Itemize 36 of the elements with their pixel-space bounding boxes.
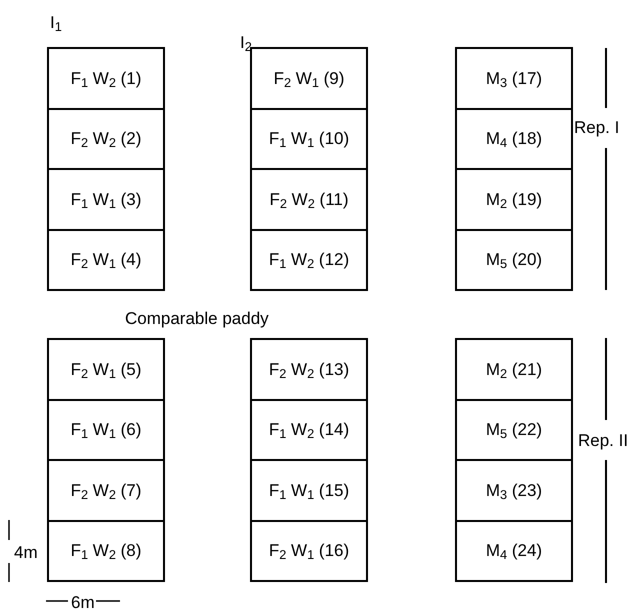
plot-text: M$_{4}$ (24) (486, 540, 542, 564)
plot-text: F$_{2}$ W$_{1}$ (9) (274, 68, 344, 91)
block-label: Rep. I (574, 117, 620, 139)
plot-text: M$_{2}$ (19) (486, 188, 542, 212)
dimension-label: 4m (14, 542, 38, 564)
plot-column (47, 47, 165, 291)
plot-text: F$_{2}$ W$_{1}$ (16) (268, 540, 350, 564)
column-heading: I$_{1}$ (50, 12, 62, 36)
plot-text: F$_{1}$ W$_{2}$ (12) (268, 249, 350, 272)
plot-text: F$_{2}$ W$_{2}$ (13) (268, 358, 350, 382)
plot-column (455, 47, 573, 291)
plot-text: M$_{3}$ (23) (486, 480, 542, 503)
plot-text: M$_{2}$ (21) (486, 358, 542, 382)
plot-text: F$_{2}$ W$_{1}$ (5) (70, 358, 142, 382)
plot-label: Comparable paddy (125, 308, 269, 330)
plot-text: M$_{3}$ (17) (486, 68, 542, 91)
plot-text: M$_{5}$ (22) (486, 419, 542, 442)
plot-text: M$_{4}$ (18) (486, 128, 542, 152)
plot-text: F$_{1}$ W$_{2}$ (1) (70, 68, 142, 91)
plot-text: F$_{2}$ W$_{1}$ (4) (70, 249, 142, 272)
plot-column (47, 338, 165, 582)
plot-column (250, 338, 368, 582)
plot-text: F$_{1}$ W$_{1}$ (15) (268, 480, 350, 503)
plot-text: F$_{2}$ W$_{2}$ (11) (269, 188, 349, 212)
dimension-label: 6m (71, 592, 95, 611)
plot-text: F$_{2}$ W$_{2}$ (2) (70, 128, 142, 152)
plot-column (455, 338, 573, 582)
plot-text: F$_{1}$ W$_{2}$ (8) (70, 540, 142, 564)
plot-column (250, 47, 368, 291)
plot-text: F$_{1}$ W$_{1}$ (6) (70, 419, 142, 442)
block-label: Rep. II (578, 430, 628, 452)
plot-text: F$_{2}$ W$_{2}$ (7) (70, 480, 142, 503)
plot-text: M$_{5}$ (20) (486, 249, 542, 272)
plot-text: F$_{1}$ W$_{1}$ (10) (268, 128, 350, 152)
plot-text: F$_{1}$ W$_{2}$ (14) (268, 419, 350, 442)
plot-text: F$_{1}$ W$_{1}$ (3) (70, 188, 142, 212)
